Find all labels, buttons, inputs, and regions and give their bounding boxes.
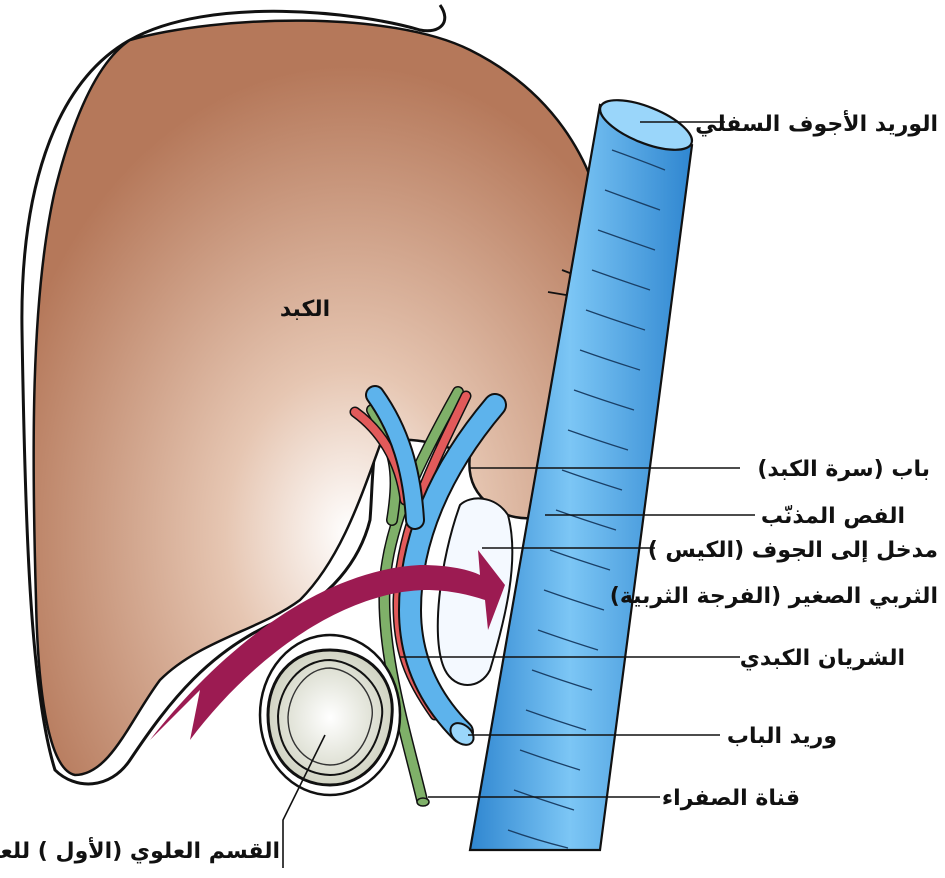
label-ivc: الوريد الأجوف السفلي [695, 109, 938, 137]
label-liver: الكبد [280, 297, 330, 322]
duodenum [258, 633, 402, 797]
leader-duodenum [282, 734, 326, 868]
label-hepatic-artery: الشريان الكبدي [740, 646, 905, 671]
label-caudate-lobe: الفص المذنّب [761, 504, 905, 529]
label-bile-duct: قناة الصفراء [662, 786, 800, 811]
ivc-opening [598, 99, 694, 151]
label-epiploic-2: الثربي الصغير (الفرجة الثربية) [610, 584, 938, 609]
caudate-tick-2 [547, 291, 567, 296]
label-porta-hepatis: باب (سرة الكبد) [757, 457, 930, 482]
liver-shape [32, 19, 610, 777]
label-portal-vein: وريد الباب [727, 724, 837, 749]
bile-duct-end [416, 797, 430, 807]
portal-vein-end [449, 722, 475, 746]
label-epiploic-1: مدخل إلى الجوف (الكيس ) [648, 538, 938, 563]
label-duodenum: القسم العلوي (الأول ) للعفج [0, 836, 280, 864]
ivc-ribs [507, 149, 666, 849]
